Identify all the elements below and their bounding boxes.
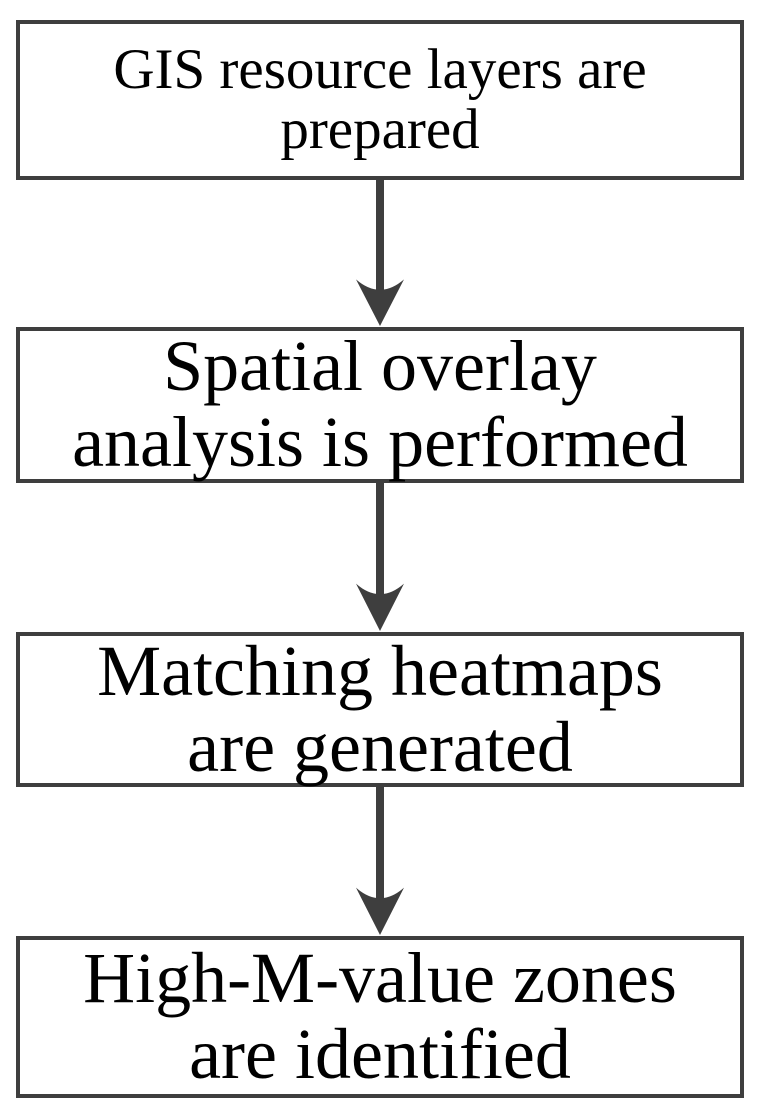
flow-step-label: Spatial overlay [163, 326, 597, 407]
flow-step-label: are generated [187, 706, 573, 787]
flow-step-gis-layers: GIS resource layers are prepared [16, 20, 744, 180]
flow-step-label: prepared [280, 98, 480, 161]
flow-step-label: Matching heatmaps [97, 630, 663, 711]
flow-step-label: GIS resource layers are [113, 38, 647, 102]
flow-step-label: are identified [189, 1014, 571, 1094]
arrow-down-icon [356, 180, 404, 327]
flow-step-label: analysis is performed [72, 402, 688, 482]
flow-step-label: High-M-value zones [83, 938, 677, 1019]
flow-step-high-m-value-zones: High-M-value zones are identified [16, 936, 744, 1098]
arrow-down-icon [356, 483, 404, 632]
arrow-down-icon [356, 787, 404, 936]
flow-step-spatial-overlay: Spatial overlay analysis is performed [16, 327, 744, 483]
flow-step-matching-heatmaps: Matching heatmaps are generated [16, 632, 744, 787]
